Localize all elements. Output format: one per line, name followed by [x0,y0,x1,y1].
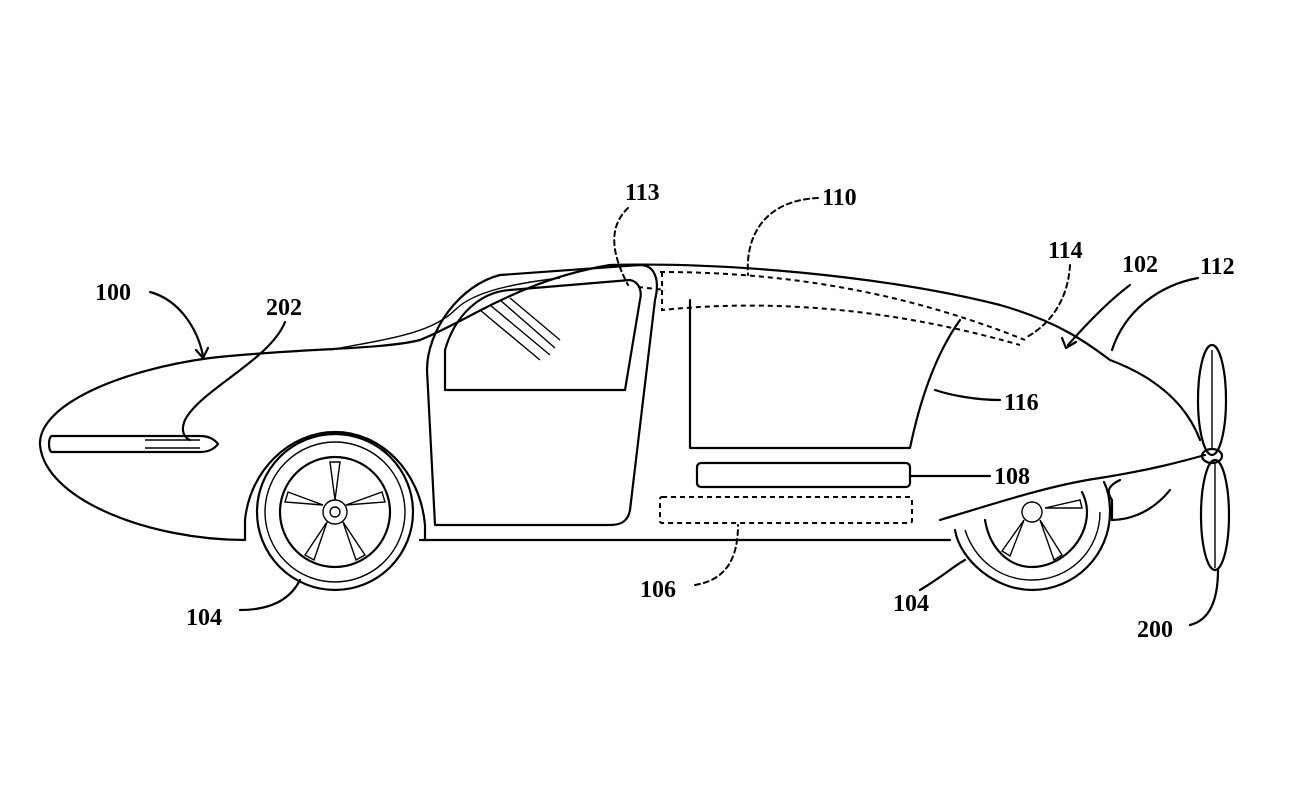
label-104-rear: 104 [893,591,929,617]
label-112: 112 [1200,254,1235,280]
label-104-front: 104 [186,605,222,631]
front-wheel [255,432,415,592]
label-108: 108 [994,464,1030,490]
front-fender [243,430,427,542]
door-frame-dashed [637,286,666,291]
front-window [443,278,642,392]
label-100: 100 [95,280,131,306]
rear-lower-body [938,453,1207,522]
label-102: 102 [1122,252,1158,278]
window-glare [479,297,561,361]
front-door [425,263,658,527]
hood-line [329,277,561,351]
roof-panel-dashed [659,271,1026,346]
label-200: 200 [1137,617,1173,643]
label-110: 110 [822,185,857,211]
rear-door [688,298,962,450]
label-114: 114 [1048,238,1083,264]
label-116: 116 [1004,390,1039,416]
battery-dashed [659,496,913,524]
label-202: 202 [266,295,302,321]
label-113: 113 [625,180,660,206]
vehicle-body-outline [38,263,1202,542]
rear-wheel [953,480,1112,592]
headlight-detail [145,439,200,449]
label-106: 106 [640,577,676,603]
leader-lines [148,197,1220,627]
headlight [47,434,220,454]
side-panel [695,461,912,489]
propeller [1196,343,1231,572]
